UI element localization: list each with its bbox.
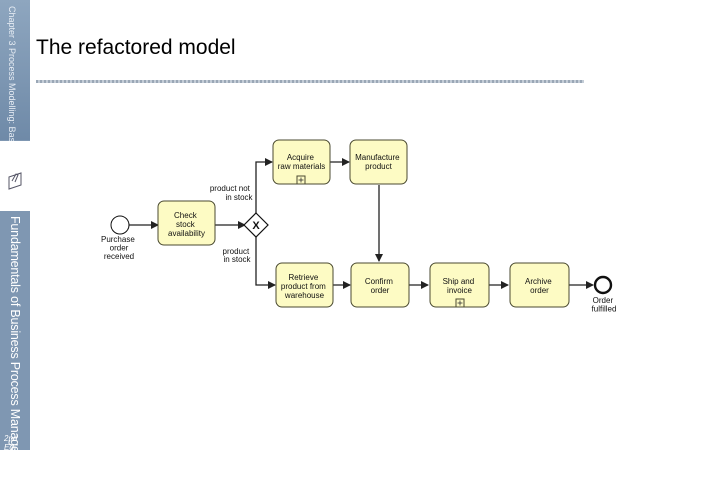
svg-text:Confirm order: Confirm order bbox=[365, 277, 395, 295]
subprocess-marker-icon bbox=[455, 298, 465, 308]
task-label-line: Check bbox=[174, 211, 198, 220]
task-confirm-order: Confirm order bbox=[350, 262, 410, 308]
subprocess-marker-icon bbox=[296, 175, 306, 185]
svg-text:Acquire raw materials: Acquire raw materials bbox=[278, 153, 326, 171]
task-archive-order: Archive order bbox=[509, 262, 570, 308]
task-label-line: Ship and bbox=[443, 277, 475, 286]
chapter-label: Chapter 3 Process Modelling: Basics bbox=[7, 6, 17, 154]
sidebar: Chapter 3 Process Modelling: Basics Fund… bbox=[0, 0, 30, 480]
flow-gateway-to-acquire bbox=[255, 158, 273, 214]
title-divider bbox=[36, 80, 584, 83]
task-acquire-raw-materials: Acquire raw materials bbox=[272, 139, 331, 185]
start-event bbox=[110, 215, 130, 235]
end-event bbox=[593, 275, 613, 295]
task-retrieve-product: Retrieve product from warehouse bbox=[275, 262, 334, 308]
task-label-line: raw materials bbox=[278, 162, 326, 171]
task-label-line: product from bbox=[281, 282, 326, 291]
task-label-line: Confirm bbox=[365, 277, 393, 286]
flow-gateway-to-retrieve bbox=[255, 236, 276, 289]
event-label-line: order bbox=[110, 244, 129, 253]
end-event-label-line: Order bbox=[593, 296, 614, 305]
task-label-line: Archive bbox=[525, 277, 552, 286]
start-event-label-line: Purchase bbox=[101, 235, 135, 244]
event-label-line: received bbox=[104, 252, 134, 261]
sidebar-chapter-band: Chapter 3 Process Modelling: Basics bbox=[0, 0, 30, 153]
condition-line: product not bbox=[210, 184, 251, 193]
condition-line: in stock bbox=[225, 193, 253, 202]
book-hand-icon bbox=[8, 172, 22, 190]
task-label-line: warehouse bbox=[284, 291, 325, 300]
task-label-line: availability bbox=[168, 229, 205, 238]
gateway-symbol: X bbox=[252, 220, 260, 232]
task-label-line: order bbox=[371, 286, 390, 295]
task-label-line: invoice bbox=[447, 286, 472, 295]
svg-text:Check stock availa: Check stock availability bbox=[168, 211, 205, 238]
condition-line: in stock bbox=[223, 255, 251, 264]
event-label-line: fulfilled bbox=[592, 305, 617, 314]
task-label-line: product bbox=[365, 162, 392, 171]
svg-text:Manufacture product: Manufacture product bbox=[355, 153, 402, 171]
xor-gateway: X bbox=[243, 212, 269, 238]
condition-line: product bbox=[223, 247, 250, 256]
task-label-line: Acquire bbox=[287, 153, 315, 162]
task-manufacture-product: Manufacture product bbox=[349, 139, 408, 185]
edition-label: 2nd Ed. bbox=[4, 434, 18, 452]
task-label-line: order bbox=[530, 286, 549, 295]
task-label-line: Manufacture bbox=[355, 153, 400, 162]
task-label-line: stock bbox=[176, 220, 196, 229]
svg-text:Ship and invoice: Ship and invoice bbox=[443, 277, 477, 295]
end-event-label: Order fulfilled bbox=[592, 296, 617, 314]
condition-not-in-stock: product not in stock bbox=[210, 184, 254, 202]
book-title: Fundamentals of Business Process Managem… bbox=[8, 216, 22, 480]
svg-text:Archive order: Archive order bbox=[525, 277, 554, 295]
task-ship-and-invoice: Ship and invoice bbox=[429, 262, 490, 308]
sidebar-icon-box bbox=[0, 141, 30, 211]
svg-text:Retrieve product from: Retrieve product from warehouse bbox=[281, 273, 328, 300]
task-check-stock: Check stock availability bbox=[157, 200, 216, 246]
page-title: The refactored model bbox=[36, 36, 236, 59]
task-label-line: Retrieve bbox=[288, 273, 318, 282]
condition-in-stock: product in stock bbox=[223, 247, 252, 264]
